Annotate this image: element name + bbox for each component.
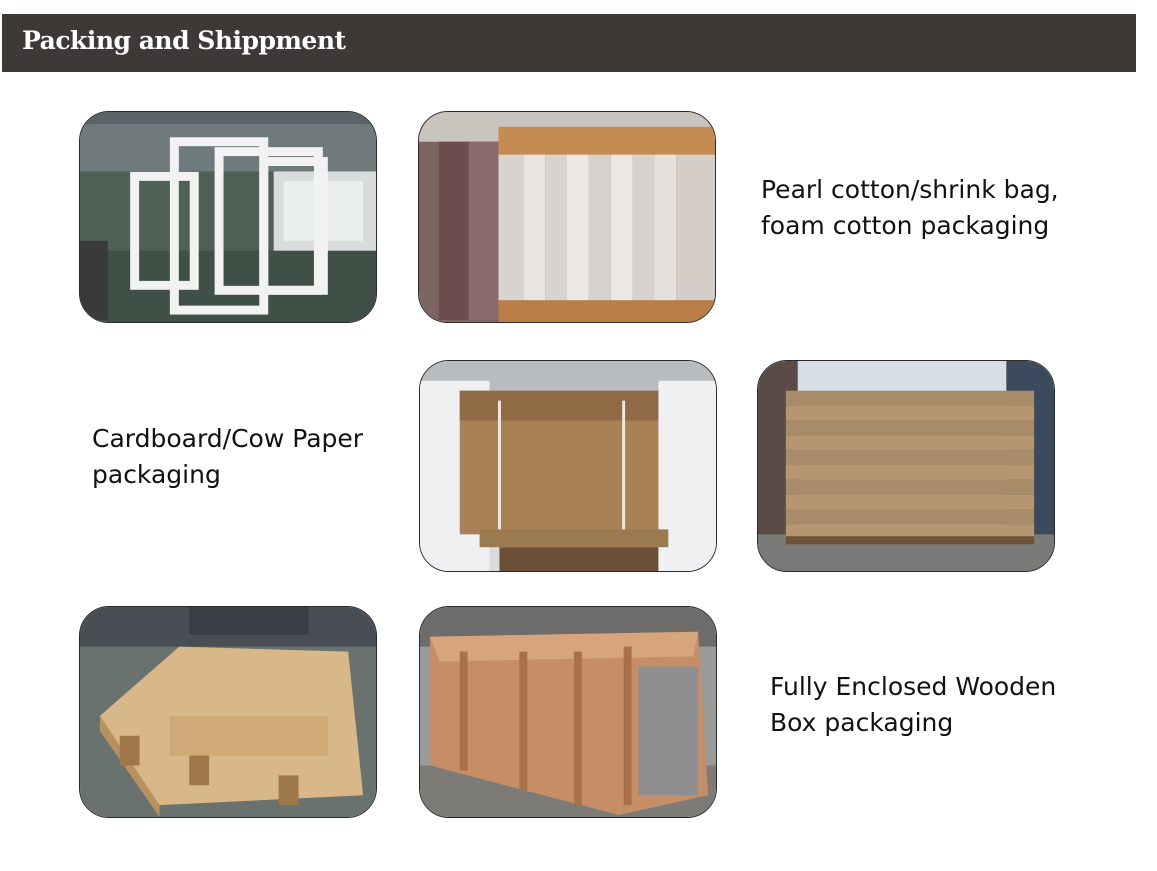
wooden-box-caption: Fully Enclosed Wooden Box packaging [770,669,1056,741]
pearl-cotton-caption-line2: foam cotton packaging [761,211,1050,240]
header-bar: Packing and Shippment [2,14,1136,72]
page-title: Packing and Shippment [22,26,346,55]
cardboard-caption-line1: Cardboard/Cow Paper [92,424,364,453]
cardboard-caption: Cardboard/Cow Paper packaging [92,421,363,493]
wooden-box-caption-line2: Box packaging [770,708,954,737]
plywood-crate-photo [79,606,377,818]
wooden-box-caption-line1: Fully Enclosed Wooden [770,672,1057,701]
shrink-wrapped-window-stack-photo [418,111,716,323]
cardboard-box-on-pallet-photo [419,360,717,572]
cardboard-stack-photo [757,360,1055,572]
pearl-cotton-caption: Pearl cotton/shrink bag, foam cotton pac… [761,172,1059,244]
wooden-box-photo [419,606,717,818]
white-wrapped-frames-photo [79,111,377,323]
cardboard-caption-line2: packaging [92,460,221,489]
pearl-cotton-caption-line1: Pearl cotton/shrink bag, [761,175,1059,204]
